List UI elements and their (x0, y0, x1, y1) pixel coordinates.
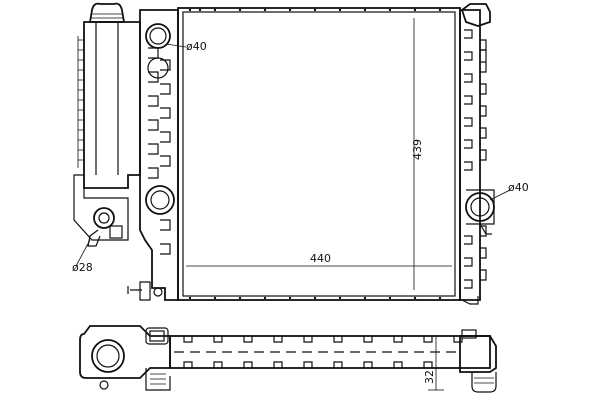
top-view-right-tab (461, 329, 477, 339)
width-dimension-label: 440 (310, 252, 331, 265)
lower-left-fitting-block (109, 225, 123, 239)
depth-dimension-label: 32 (423, 370, 436, 384)
lower-left-fitting (87, 229, 101, 247)
expansion-tank (83, 21, 141, 189)
top-view-right-fitting (471, 372, 497, 393)
right-tank-bracket (480, 49, 487, 62)
top-view-right-fitting-ribs (474, 377, 494, 384)
drain-bracket (139, 281, 151, 301)
expansion-tank-cap (88, 2, 126, 23)
left-tank-ribs (148, 47, 171, 255)
core-frame-dots (188, 8, 442, 300)
expansion-tank-ribs (77, 36, 84, 168)
left-side-tank (139, 9, 179, 301)
right-tank-ribs (464, 29, 487, 289)
front-view (73, 2, 511, 305)
drain-screw (153, 287, 163, 297)
radiator-core-inner-frame (182, 11, 456, 297)
upper-left-port-lower-ring (147, 57, 169, 79)
upper-left-port-inner (149, 27, 167, 45)
expansion-tank-base (73, 174, 129, 241)
mid-left-port (145, 185, 175, 215)
lower-left-port-label: ø28 (72, 261, 93, 274)
top-view-core-body (169, 335, 491, 369)
right-side-tank (459, 9, 481, 301)
right-port-leader (489, 189, 511, 201)
top-view-right-tank (459, 335, 497, 373)
right-port-lower-fitting (479, 223, 492, 235)
top-view-left-tank (79, 325, 171, 379)
upper-port-leader (165, 43, 187, 48)
top-view-left-screw (99, 380, 109, 390)
upper-left-port (145, 23, 171, 49)
top-view-ribs (183, 336, 463, 368)
drain-plug (127, 286, 142, 294)
height-dimension-label: 439 (411, 139, 424, 160)
right-port-label: ø40 (508, 181, 529, 194)
upper-left-port-label: ø40 (186, 40, 207, 53)
bottom-right-mount (461, 296, 479, 305)
top-view-left-port-inner (96, 344, 120, 368)
top-right-mount (460, 3, 491, 27)
lower-left-port (93, 207, 115, 229)
top-view (79, 325, 497, 393)
lower-port-leader (75, 239, 91, 267)
lower-left-port-inner (98, 212, 110, 224)
top-view-left-fitting (145, 368, 171, 391)
right-port-inner (470, 197, 490, 217)
top-view-left-cap (145, 327, 169, 345)
cap-grip-lines (91, 13, 123, 19)
top-view-left-cap-inner (149, 330, 165, 342)
top-view-fitting-ribs (150, 373, 166, 385)
mid-left-port-inner (150, 190, 170, 210)
top-view-left-port (91, 339, 125, 373)
